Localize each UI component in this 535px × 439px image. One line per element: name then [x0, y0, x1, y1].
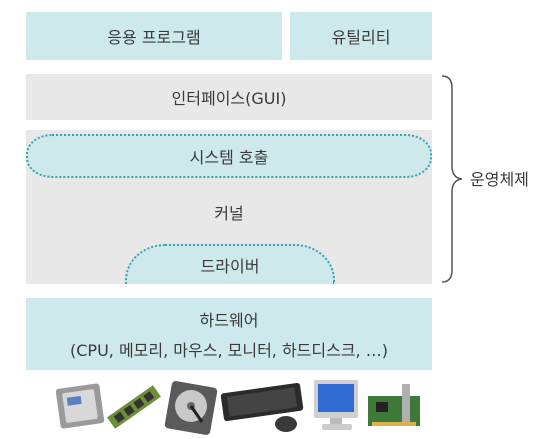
keyboard-icon: [220, 382, 304, 422]
gui-layer: 인터페이스(GUI): [26, 74, 432, 120]
network-card-icon: [368, 384, 420, 426]
hardware-layer: 하드웨어 (CPU, 메모리, 마우스, 모니터, 하드디스크, …): [26, 298, 432, 370]
application-layer: 응용 프로그램: [26, 12, 282, 60]
hardware-images: [55, 380, 420, 435]
kernel-layer: 커널: [26, 200, 432, 224]
driver-label: 드라이버: [200, 257, 260, 276]
utility-layer: 유틸리티: [290, 12, 432, 60]
os-label: 운영체제: [470, 170, 529, 189]
system-call-label: 시스템 호출: [189, 148, 269, 167]
cpu-icon: [55, 383, 105, 429]
utility-label: 유틸리티: [331, 28, 391, 47]
mouse-icon: [275, 416, 297, 432]
os-brace: [441, 75, 463, 283]
application-label: 응용 프로그램: [107, 28, 201, 47]
hardware-detail: (CPU, 메모리, 마우스, 모니터, 하드디스크, …): [70, 341, 388, 360]
hardware-title: 하드웨어: [199, 311, 259, 330]
system-call-layer: 시스템 호출: [26, 134, 432, 178]
hard-disk-icon: [164, 381, 218, 435]
driver-layer: 드라이버: [125, 244, 335, 284]
memory-icon: [107, 385, 161, 429]
kernel-label: 커널: [214, 204, 244, 223]
monitor-icon: [314, 380, 358, 430]
gui-label: 인터페이스(GUI): [171, 89, 287, 108]
